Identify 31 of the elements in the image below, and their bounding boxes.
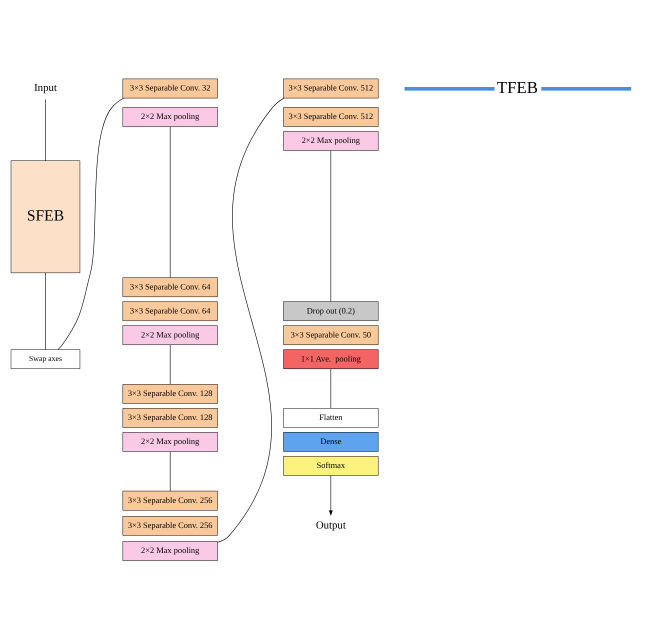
arrow	[328, 475, 333, 516]
node-box: Softmax	[283, 456, 378, 476]
node-box: 2×2 Max pooling	[122, 107, 218, 127]
node-box: 2×2 Max pooling	[122, 325, 218, 346]
connector	[45, 99, 46, 161]
node-box: 3×3 Separable Conv. 256	[122, 490, 218, 510]
connector	[330, 368, 332, 409]
connector	[45, 272, 46, 350]
connector	[58, 98, 124, 350]
node-box: Drop out (0.2)	[283, 301, 378, 322]
node-box: 3×3 Separable Conv. 256	[122, 516, 218, 536]
connector	[330, 150, 332, 302]
node-box: 3×3 Separable Conv. 64	[122, 301, 218, 322]
node-text: Input	[34, 82, 57, 94]
node-box: 1×1 Ave. pooling	[283, 349, 378, 369]
node-box: 3×3 Separable Conv. 128	[122, 408, 218, 428]
node-box: Dense	[283, 432, 378, 452]
node-box: SFEB	[10, 160, 80, 274]
connector	[217, 98, 284, 543]
node-box: 2×2 Max pooling	[122, 432, 218, 452]
node-box: 2×2 Max pooling	[122, 541, 218, 561]
node-box: Flatten	[283, 408, 378, 428]
node-box: 3×3 Separable Conv. 32	[122, 78, 218, 98]
label: TFEB	[496, 78, 538, 97]
node-box: 3×3 Separable Conv. 64	[122, 277, 218, 298]
node-box: 3×3 Separable Conv. 128	[122, 384, 218, 404]
node-box: 3×3 Separable Conv. 50	[283, 325, 378, 346]
node-box: 3×3 Separable Conv. 512	[283, 107, 378, 127]
node-box: 2×2 Max pooling	[283, 131, 378, 151]
node-text: Output	[316, 519, 346, 532]
node-box: 3×3 Separable Conv. 512	[283, 78, 378, 98]
